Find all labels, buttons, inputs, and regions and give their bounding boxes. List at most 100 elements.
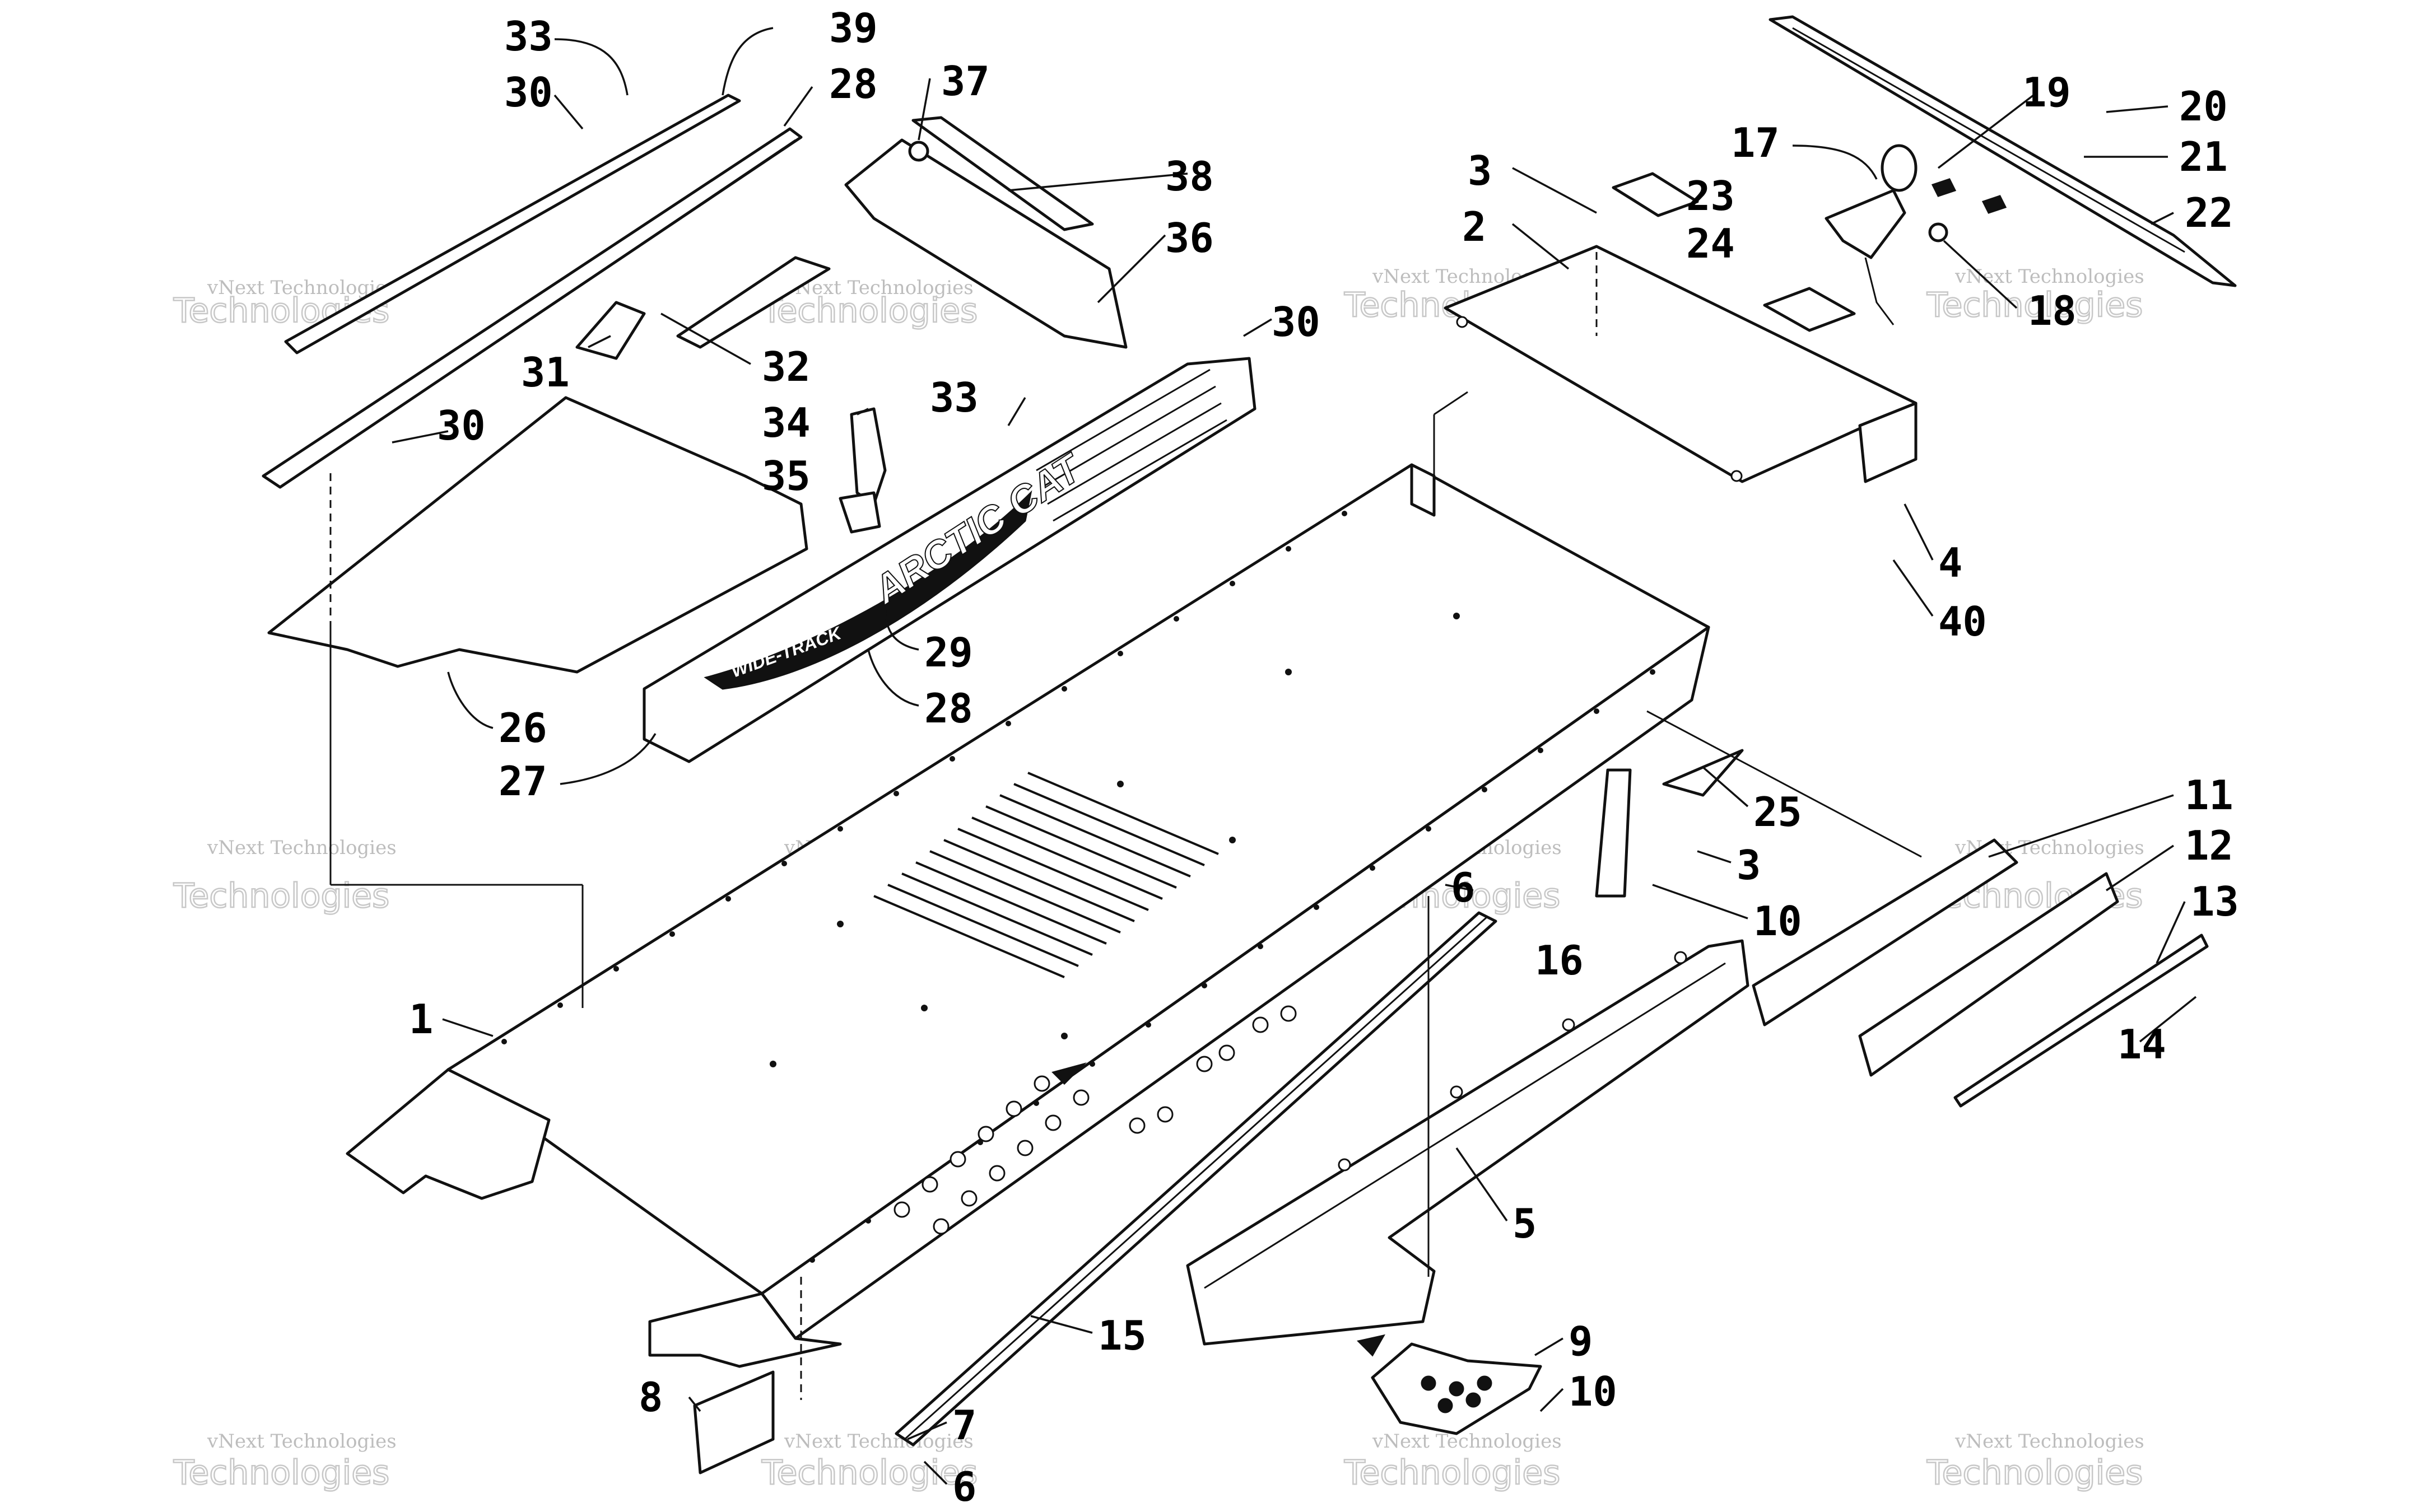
watermark: Technologies (1344, 1453, 1560, 1492)
callout-label: 16 (1535, 937, 1584, 984)
brand-swoosh (704, 490, 1032, 690)
side-rail-body (1186, 939, 1749, 1346)
leader-lines (392, 27, 2197, 1485)
watermark: vNext Technologies (784, 1430, 974, 1453)
bolt-19-b (1981, 195, 2007, 214)
callout-label: 23 (1686, 172, 1735, 220)
callout-labels: 33 39 30 28 37 38 36 31 32 30 34 33 35 3… (409, 4, 2239, 1510)
callout-label: 11 (2185, 772, 2233, 819)
watermark: vNext Technologies (1372, 1430, 1562, 1453)
direction-arrow-icon (1357, 1334, 1385, 1357)
watermark: Technologies (761, 291, 978, 330)
side-panel-louvers (1036, 368, 1227, 522)
callout-label: 12 (2185, 822, 2233, 869)
grommet-37 (908, 141, 929, 162)
watermark: vNext Technologies (207, 837, 397, 859)
callout-label: 10 (1753, 898, 1802, 945)
watermark: vNext Technologies (1954, 1430, 2144, 1453)
bracket-32 (676, 256, 831, 349)
small-rail-bar (1595, 768, 1632, 898)
callout-label: 9 (1569, 1318, 1593, 1365)
support-36 (844, 138, 1128, 349)
strip-38 (911, 116, 1094, 231)
bracket-35 (839, 491, 881, 534)
chassis-side-rail (1186, 939, 1749, 1346)
callout-label: 37 (941, 58, 990, 105)
plate-25 (1662, 749, 1744, 797)
callout-label: 26 (499, 704, 547, 752)
callout-label: 2 (1462, 203, 1486, 250)
running-board-rail (895, 911, 1497, 1446)
callout-label: 3 (1468, 147, 1492, 194)
callout-label: 34 (762, 399, 811, 446)
callout-label: 10 (1569, 1368, 1617, 1415)
callout-label: 13 (2190, 878, 2239, 925)
callout-label: 8 (639, 1374, 663, 1421)
tunnel-front-flange-right (648, 1292, 842, 1368)
tunnel-cooling-fins (873, 772, 1219, 978)
callout-label: 32 (762, 343, 811, 390)
callout-label: 35 (762, 452, 811, 500)
callout-label: 30 (437, 402, 486, 449)
watermark: vNext Technologies (784, 277, 974, 299)
callout-label: 30 (504, 69, 553, 116)
snow-flap (1769, 15, 2237, 287)
tow-hitch (1825, 144, 1918, 325)
callout-label: 7 (952, 1402, 976, 1449)
strip-39 (284, 94, 741, 354)
callout-label: 15 (1098, 1312, 1147, 1359)
assembly-guides (329, 391, 1922, 1400)
callout-label: 28 (829, 60, 878, 108)
callout-label: 27 (499, 758, 547, 805)
bolt-19-a (1931, 178, 1957, 197)
callout-label: 39 (829, 4, 878, 52)
callout-label: 33 (930, 374, 979, 421)
strip-11 (1752, 838, 2018, 1026)
tunnel-rivet-holes (501, 511, 1655, 1263)
callout-label: 21 (2179, 133, 2228, 180)
watermark: Technologies (1926, 286, 2143, 325)
callout-label: 40 (1938, 598, 1987, 645)
tunnel-rear-skirt (1410, 463, 1436, 517)
hitch-ring (1881, 144, 1918, 192)
small-side-rail (1595, 768, 1632, 898)
watermark: Technologies (173, 1453, 389, 1492)
watermark: vNext Technologies (1954, 265, 2144, 288)
callout-label: 18 (2028, 287, 2077, 334)
callout-label: 28 (924, 685, 973, 732)
callout-label: 14 (2118, 1021, 2166, 1068)
callout-label: 36 (1165, 214, 1214, 262)
callout-label: 6 (952, 1463, 976, 1510)
strip-12 (1858, 872, 2119, 1077)
callout-label: 25 (1753, 788, 1802, 836)
watermark: Technologies (1926, 1453, 2143, 1492)
callout-label: 3 (1737, 842, 1761, 889)
tunnel-assembly (346, 463, 1710, 1368)
callout-label: 20 (2179, 83, 2228, 130)
hitch-body (1825, 189, 1906, 259)
callout-label: 6 (1451, 864, 1475, 911)
watermark: vNext Technologies (207, 277, 397, 299)
callout-label: 1 (409, 996, 433, 1043)
tunnel-front-flange-left (346, 1068, 551, 1200)
callout-label: 4 (1938, 539, 1962, 586)
callout-label: 24 (1686, 220, 1735, 267)
strip-28-top (262, 127, 803, 489)
mounting-plate (693, 1370, 775, 1474)
reflector-24 (1763, 287, 1856, 332)
callout-label: 30 (1272, 298, 1320, 346)
direction-arrow-icon (1051, 1062, 1087, 1085)
washer-18 (1928, 222, 1948, 242)
watermark: Technologies (761, 1453, 978, 1492)
watermark: vNext Technologies (207, 1430, 397, 1453)
bracket-34 (850, 407, 887, 506)
callout-label: 29 (924, 629, 973, 676)
rear-top-plate (1444, 245, 1918, 483)
callout-label: 22 (2185, 189, 2233, 236)
right-side-strips (1752, 838, 2209, 1108)
floor-mat-26 (267, 396, 808, 674)
rear-plate-body (1444, 245, 1918, 483)
strip-13 (1953, 934, 2209, 1108)
foot-bracket (1357, 1334, 1542, 1435)
